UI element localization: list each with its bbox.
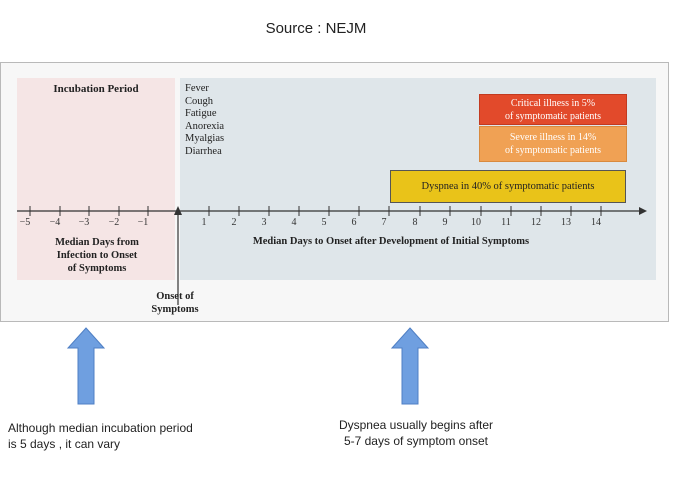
up-arrow-icon: [390, 327, 430, 405]
note-line: 5-7 days of symptom onset: [343, 434, 489, 448]
caption-line: Infection to Onset: [56, 250, 138, 261]
axis-tick-label: 9: [443, 217, 448, 228]
onset-arrowhead: [174, 206, 182, 215]
source-caption: Source : NEJM: [265, 20, 367, 37]
severe-illness-bar: Severe illness in 14% of symptomatic pat…: [479, 126, 627, 162]
dyspnea-bar-label: Dyspnea in 40% of symptomatic patients: [421, 181, 595, 192]
onset-line2: Symptoms: [151, 304, 199, 315]
symptom-item: Myalgias: [185, 133, 225, 144]
axis-tick-label: 4: [292, 217, 297, 228]
onset-line1: Onset of: [156, 291, 194, 302]
symptom-axis-caption: Median Days to Onset after Development o…: [252, 236, 530, 247]
axis-tick-label: −2: [109, 217, 120, 228]
symptom-item: Fatigue: [185, 108, 217, 119]
incubation-region: [17, 78, 175, 280]
axis-tick-label: −5: [20, 217, 31, 228]
incubation-axis-caption: Median Days from Infection to Onset of S…: [31, 236, 163, 275]
up-arrow-icon: [66, 327, 106, 405]
note-line: is 5 days , it can vary: [8, 437, 121, 451]
axis-tick-label: 12: [531, 217, 541, 228]
critical-illness-line1: Critical illness in 5%: [510, 97, 596, 109]
severe-illness-line1: Severe illness in 14%: [509, 132, 597, 143]
axis-tick-label: 3: [262, 217, 267, 228]
axis-tick-label: 10: [471, 217, 481, 228]
axis-tick-label: 8: [413, 217, 418, 228]
severe-illness-line2: of symptomatic patients: [504, 145, 602, 156]
symptom-item: Cough: [185, 95, 214, 107]
axis-tick-label: 1: [202, 217, 207, 228]
incubation-note: Although median incubation period is 5 d…: [8, 420, 228, 452]
axis-tick-label: 2: [232, 217, 237, 228]
symptom-item: Diarrhea: [185, 145, 222, 157]
axis-arrowhead: [639, 207, 647, 215]
symptom-list: Fever Cough Fatigue Anorexia Myalgias Di…: [185, 83, 224, 158]
caption-line: Median Days from: [55, 237, 139, 248]
caption-line: of Symptoms: [67, 263, 127, 274]
onset-label: Onset of Symptoms: [131, 290, 219, 316]
incubation-title: Incubation Period: [53, 83, 139, 95]
dyspnea-bar: Dyspnea in 40% of symptomatic patients: [390, 170, 626, 203]
axis-tick-label: 5: [322, 217, 327, 228]
diagram-panel: Incubation Period Fever Cough Fatigue An…: [0, 62, 669, 322]
critical-illness-line2: of symptomatic patients: [504, 110, 602, 122]
symptom-item: Anorexia: [185, 120, 225, 132]
symptom-item: Fever: [185, 83, 209, 94]
note-line: Although median incubation period: [8, 421, 193, 435]
axis-tick-label: 6: [352, 217, 357, 228]
axis-tick-label: 11: [501, 217, 511, 228]
critical-illness-bar: Critical illness in 5% of symptomatic pa…: [479, 94, 627, 125]
axis-tick-label: −1: [138, 217, 149, 228]
axis-tick-label: 7: [382, 217, 387, 228]
axis-tick-label: −4: [50, 217, 61, 228]
dyspnea-note: Dyspnea usually begins after 5-7 days of…: [326, 417, 506, 449]
note-line: Dyspnea usually begins after: [338, 418, 494, 432]
axis-tick-label: 14: [591, 217, 601, 228]
axis-tick-label: 13: [561, 217, 571, 228]
axis-tick-label: −3: [79, 217, 90, 228]
